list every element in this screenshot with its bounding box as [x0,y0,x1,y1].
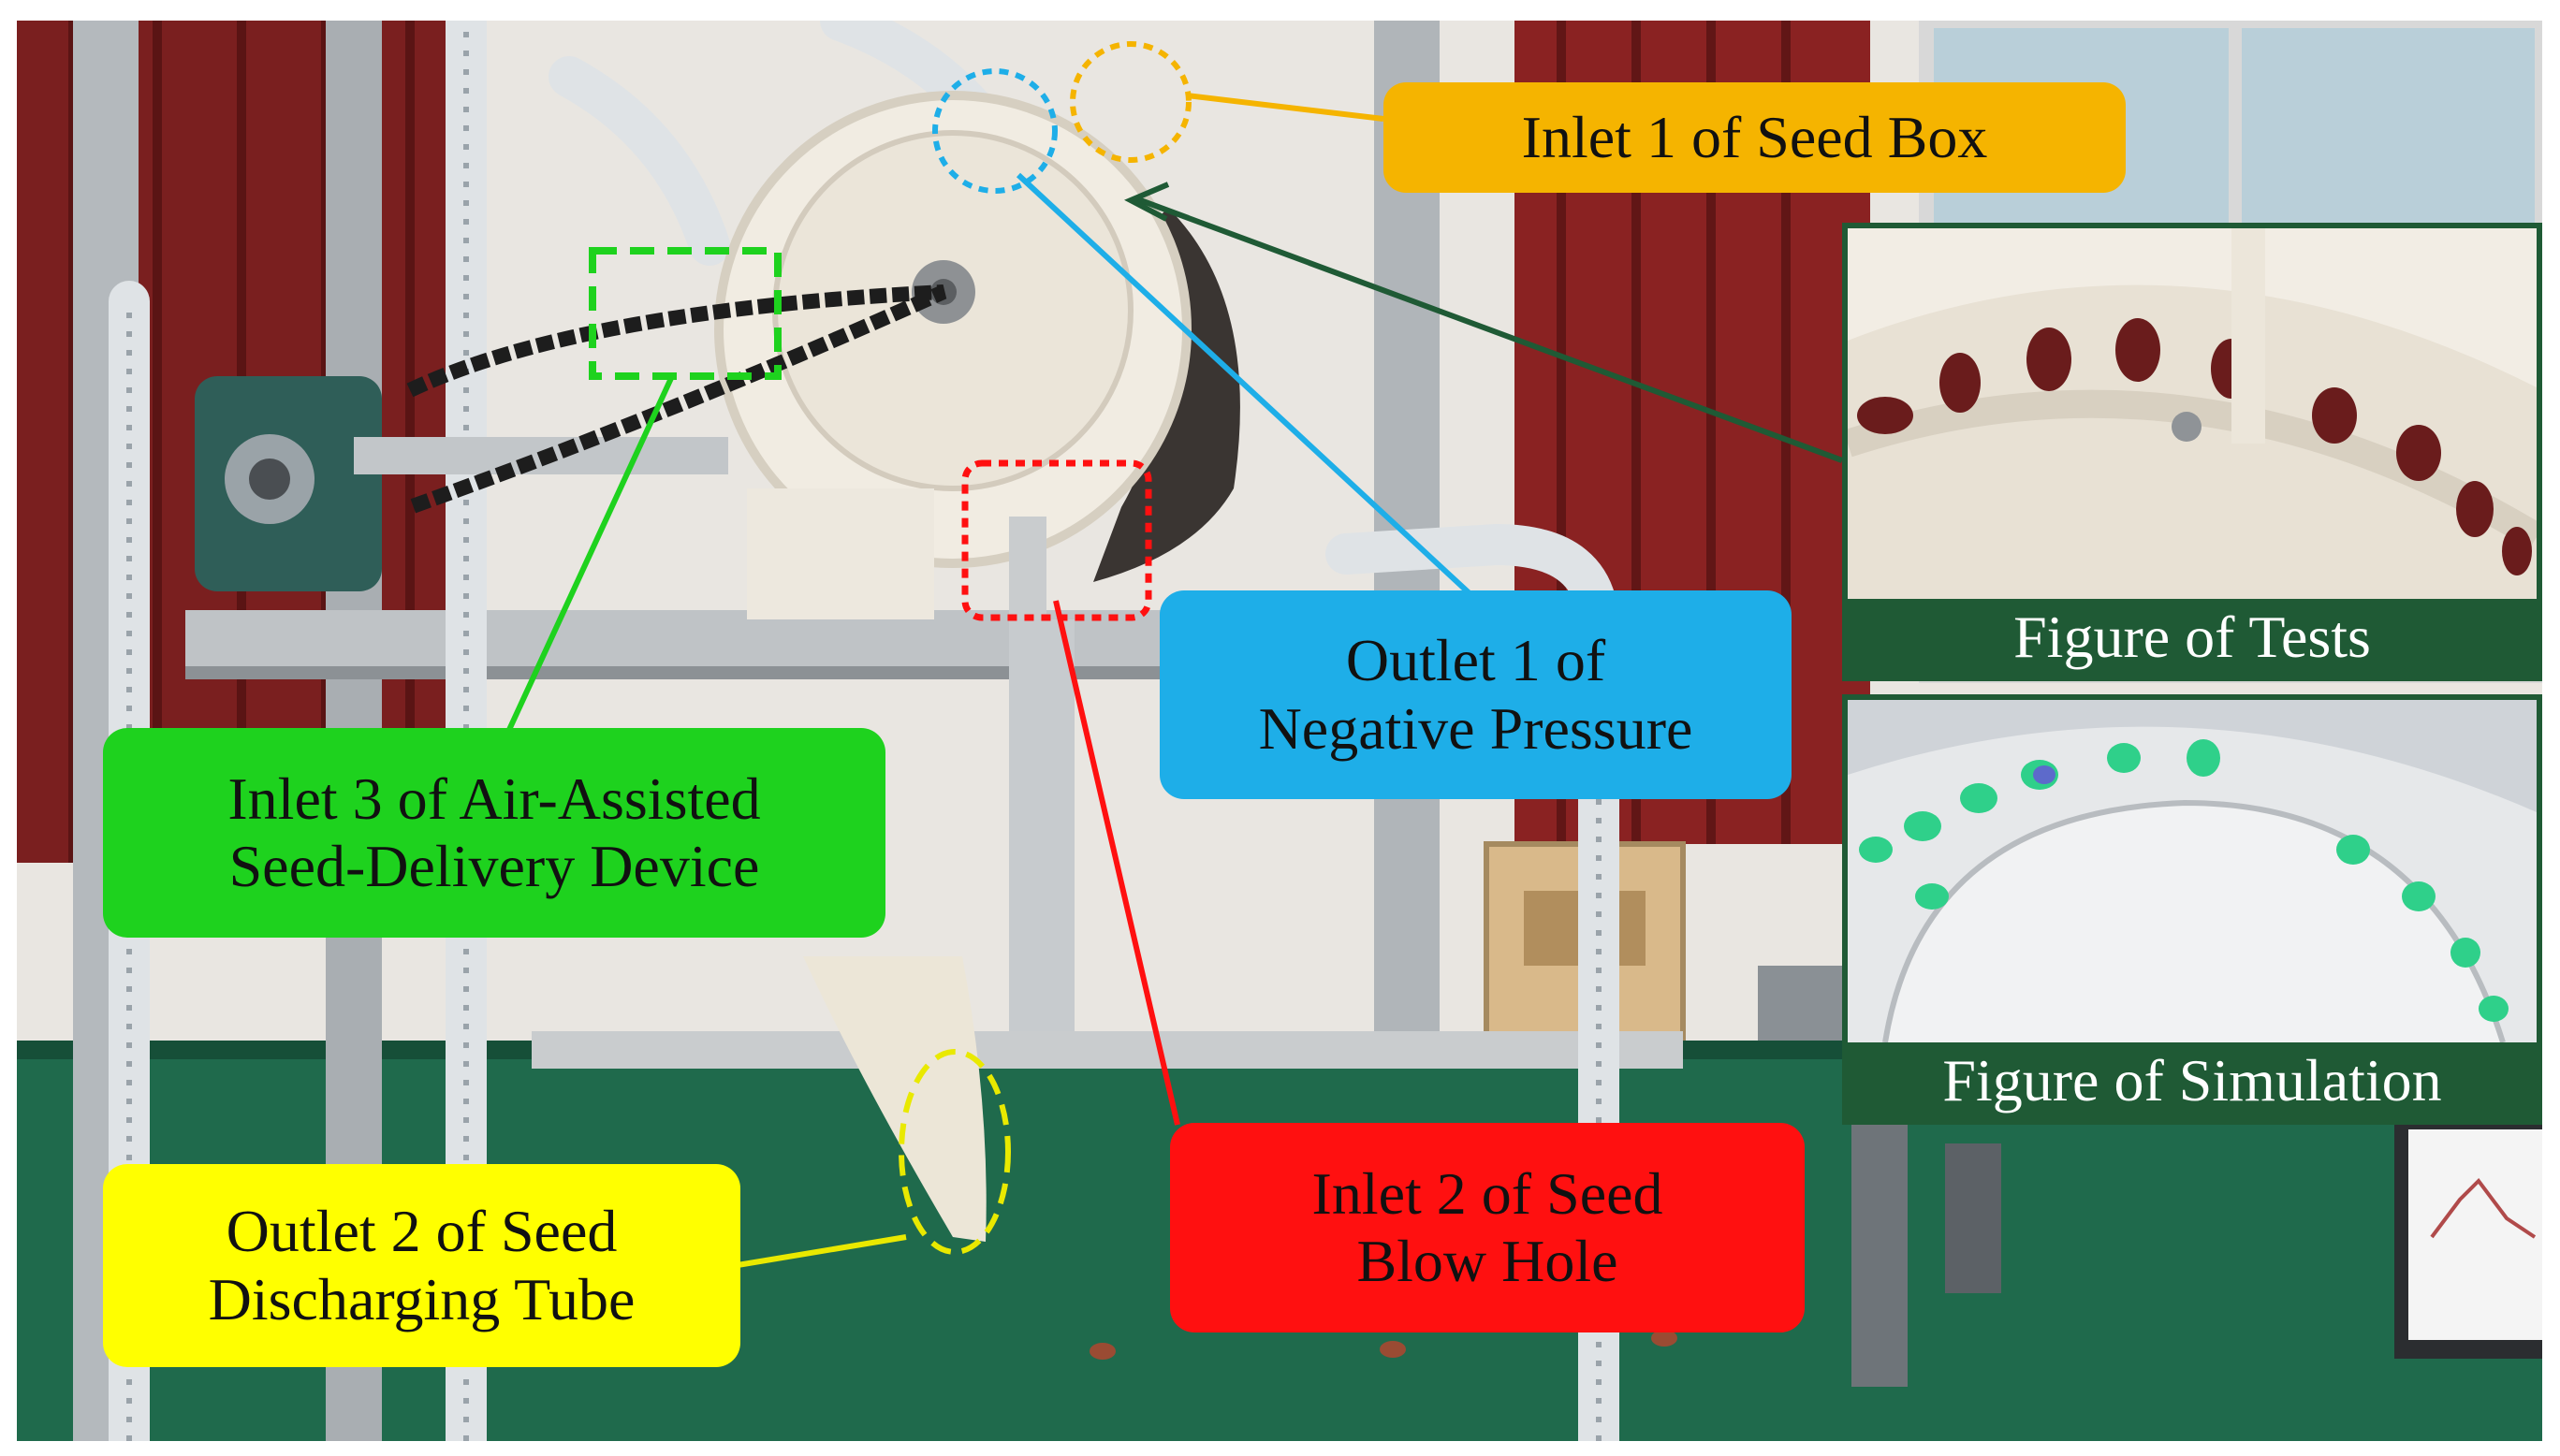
outlet2-marker [899,1049,1011,1255]
tests-photo [1848,228,2537,599]
inlet3-text-line1: Inlet 3 of Air-Assisted [227,764,761,832]
outlet2-text-line2: Discharging Tube [208,1265,636,1332]
inlet2-text-line2: Blow Hole [1356,1228,1618,1294]
outlet2-leader [737,1234,907,1268]
outlet1-label: Outlet 1 of Negative Pressure [1160,590,1792,799]
inlet1-marker [1070,41,1192,163]
outlet2-label: Outlet 2 of Seed Discharging Tube [103,1164,740,1367]
inlet2-leader [1053,600,1180,1126]
inlet3-label: Inlet 3 of Air-Assisted Seed-Delivery De… [103,728,885,938]
outlet1-text-line2: Negative Pressure [1258,694,1693,762]
outlet1-leader [1016,172,1475,599]
inlet2-marker [961,459,1152,621]
inlet1-leader [1186,93,1384,122]
inlet1-label: Inlet 1 of Seed Box [1383,82,2126,193]
tests-caption: Figure of Tests [2013,604,2371,670]
simulation-inset: Figure of Simulation [1842,694,2542,1125]
inlet1-text: Inlet 1 of Seed Box [1521,103,1988,170]
tests-leader [1134,196,1844,463]
inlet3-leader [505,374,675,734]
inlet3-text-line2: Seed-Delivery Device [228,833,760,899]
inlet2-label: Inlet 2 of Seed Blow Hole [1170,1123,1805,1332]
simulation-render [1848,700,2537,1042]
tests-inset: Figure of Tests [1842,223,2542,681]
inlet2-text-line1: Inlet 2 of Seed [1311,1159,1663,1227]
outlet2-text-line1: Outlet 2 of Seed [226,1198,618,1265]
outlet1-marker [932,68,1058,194]
inlet3-marker [589,247,782,380]
simulation-caption: Figure of Simulation [1942,1047,2442,1114]
outlet1-text-line1: Outlet 1 of [1345,627,1606,694]
